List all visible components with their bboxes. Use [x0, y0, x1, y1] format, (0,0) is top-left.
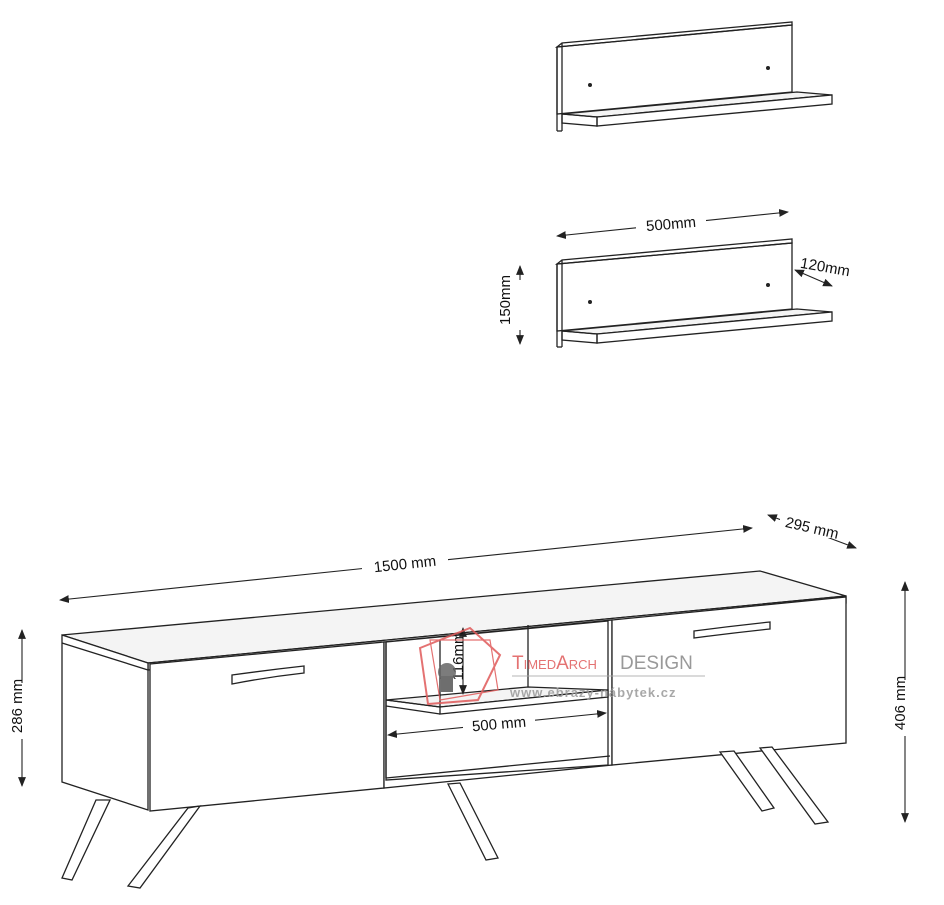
- shelf-top-backplate-edge: [554, 21, 793, 48]
- shelf-top-screw-left: [588, 83, 592, 87]
- unit-total-height-label: 406 mm: [892, 676, 909, 730]
- watermark-brand-part2: DESIGN: [620, 653, 693, 674]
- watermark-url: www.ebrazy-nábytek.cz: [509, 685, 676, 700]
- compartment-width-label: 500 mm: [471, 714, 526, 736]
- shelf-bottom-screw-left: [588, 300, 592, 304]
- watermark: TimedArch DESIGN www.ebrazy-nábytek.cz: [418, 626, 705, 706]
- unit-width-label: 1500 mm: [373, 553, 437, 576]
- tv-unit: [61, 570, 847, 889]
- unit-body-height-label: 286 mm: [9, 679, 26, 733]
- left-door: [149, 641, 385, 812]
- shelf-top-screw-right: [766, 66, 770, 70]
- shelf-depth-label: 120mm: [799, 255, 851, 280]
- watermark-brand-part1: TimedArch: [512, 653, 597, 674]
- wall-shelf-top: [554, 21, 833, 132]
- wall-shelf-bottom: 500mm 120mm 150mm: [497, 208, 851, 348]
- shelf-height-label: 150mm: [497, 275, 514, 325]
- shelf-width-label: 500mm: [645, 214, 696, 235]
- leg-front-left: [126, 805, 202, 889]
- leg-rear-left: [61, 799, 112, 881]
- shelf-bottom-screw-right: [766, 283, 770, 287]
- leg-middle: [446, 782, 499, 861]
- leg-front-right: [758, 746, 830, 825]
- right-door: [611, 596, 847, 766]
- left-door-handle: [231, 665, 305, 685]
- right-door-handle: [693, 621, 771, 639]
- watermark-logo: [418, 626, 502, 706]
- tv-unit-left-side: [61, 634, 149, 811]
- shelf-depth-dimension-line: [794, 269, 833, 287]
- leg-rear-right: [718, 750, 776, 812]
